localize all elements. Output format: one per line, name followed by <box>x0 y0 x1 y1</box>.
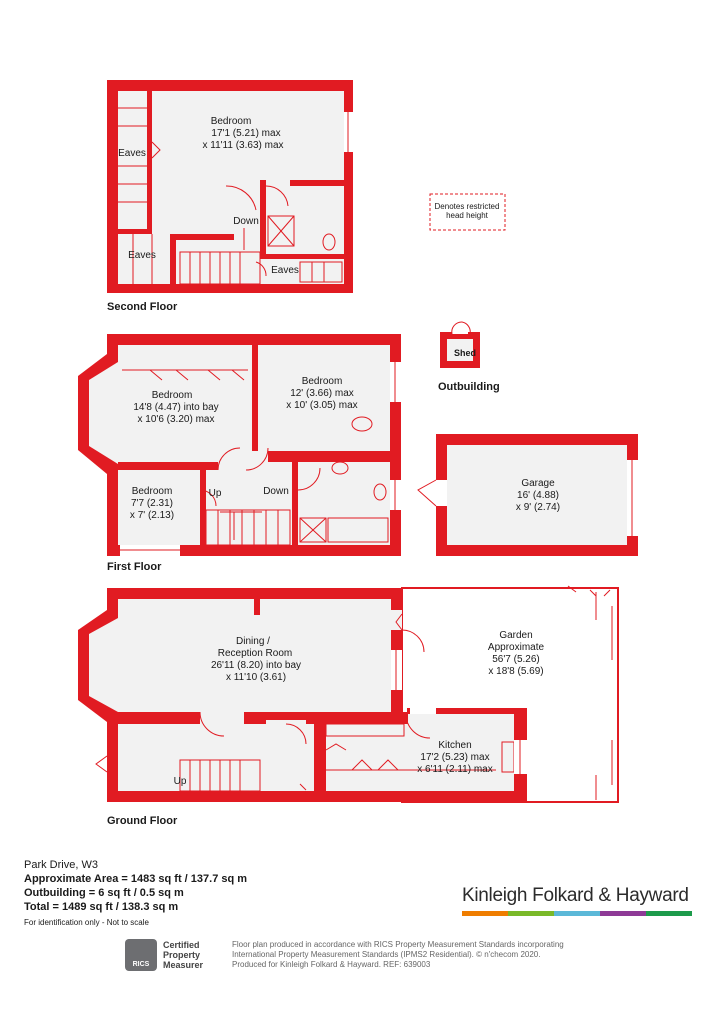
brand-bar-purple <box>600 911 646 916</box>
outbuilding-area: Outbuilding = 6 sq ft / 0.5 sq m <box>24 887 184 899</box>
second-bedroom-dim1: 17'1 (5.21) max <box>211 128 280 139</box>
eaves-label: Eaves <box>271 265 299 276</box>
standards-footer: Floor plan produced in accordance with R… <box>232 940 592 970</box>
brand-color-bar <box>462 911 692 916</box>
scale-note: For identification only - Not to scale <box>24 918 149 927</box>
outbuilding: Shed Outbuilding <box>438 321 500 393</box>
restricted-key-line2: head height <box>446 211 489 220</box>
small-bedroom-dim2: x 7' (2.13) <box>130 510 174 521</box>
agent-logo-text: Kinleigh Folkard & Hayward <box>462 885 689 906</box>
restricted-key-line1: Denotes restricted <box>435 202 500 211</box>
garden-name2: Approximate <box>488 642 545 653</box>
outbuilding-title: Outbuilding <box>438 381 500 393</box>
rics-badge: RICS Certified Property Measurer <box>125 939 203 971</box>
total-area: Total = 1489 sq ft / 138.3 sq m <box>24 901 179 913</box>
property-info: Park Drive, W3 Approximate Area = 1483 s… <box>24 858 247 930</box>
kitchen-dim1: 17'2 (5.23) max <box>420 752 489 763</box>
dining-name1: Dining / <box>236 636 270 647</box>
bay-bedroom-name: Bedroom <box>152 390 193 401</box>
eaves-label: Eaves <box>128 250 156 261</box>
second-floor-title: Second Floor <box>107 301 178 313</box>
rear-bedroom-dim2: x 10' (3.05) max <box>286 400 357 411</box>
dining-dim1: 26'11 (8.20) into bay <box>211 660 301 671</box>
garden-name1: Garden <box>499 630 532 641</box>
garage-dim2: x 9' (2.74) <box>516 502 560 513</box>
rics-logo-icon: RICS <box>125 939 157 971</box>
approximate-area: Approximate Area = 1483 sq ft / 137.7 sq… <box>24 873 248 885</box>
stairs-down-label: Down <box>263 486 289 497</box>
second-floor: Bedroom 17'1 (5.21) max x 11'11 (3.63) m… <box>107 80 353 313</box>
agent-brand: Kinleigh Folkard & Hayward <box>462 885 692 916</box>
rics-line3: Measurer <box>163 960 204 970</box>
kitchen-name: Kitchen <box>438 740 471 751</box>
rear-bedroom-dim1: 12' (3.66) max <box>290 388 354 399</box>
first-floor: Bedroom 14'8 (4.47) into bay x 10'6 (3.2… <box>78 334 401 573</box>
shed-label: Shed <box>454 348 476 358</box>
dining-dim2: x 11'10 (3.61) <box>226 672 286 683</box>
first-floor-title: First Floor <box>107 561 162 573</box>
footer-line2: International Property Measurement Stand… <box>232 950 541 959</box>
rear-bedroom-name: Bedroom <box>302 376 343 387</box>
rics-line2: Property <box>163 950 201 960</box>
rics-line1: Certified <box>163 940 200 950</box>
eaves-label: Eaves <box>118 148 146 159</box>
stairs-up-label: Up <box>209 488 222 499</box>
kitchen-dim2: x 6'11 (2.11) max <box>417 764 492 775</box>
brand-bar-darkgreen <box>646 911 692 916</box>
bay-bedroom-dim1: 14'8 (4.47) into bay <box>133 402 218 413</box>
ground-floor: Dining / Reception Room 26'11 (8.20) int… <box>78 585 619 827</box>
garage-dim1: 16' (4.88) <box>517 490 559 501</box>
brand-bar-orange <box>462 911 508 916</box>
garden-dim1: 56'7 (5.26) <box>492 654 540 665</box>
footer-line3: Produced for Kinleigh Folkard & Hayward.… <box>232 960 431 969</box>
bay-bedroom-dim2: x 10'6 (3.20) max <box>138 414 215 425</box>
small-bedroom-name: Bedroom <box>132 486 173 497</box>
garden-dim2: x 18'8 (5.69) <box>488 666 543 677</box>
second-bedroom-name: Bedroom <box>211 116 252 127</box>
brand-bar-green <box>508 911 554 916</box>
footer-line1: Floor plan produced in accordance with R… <box>232 940 564 949</box>
ground-floor-title: Ground Floor <box>107 815 178 827</box>
brand-bar-blue <box>554 911 600 916</box>
garage: Garage 16' (4.88) x 9' (2.74) <box>417 434 638 556</box>
restricted-height-key: Denotes restricted head height <box>429 193 506 231</box>
garage-name: Garage <box>521 478 555 489</box>
dining-name2: Reception Room <box>218 648 292 659</box>
stairs-up-label: Up <box>174 776 187 787</box>
second-bedroom-dim2: x 11'11 (3.63) max <box>202 140 283 151</box>
small-bedroom-dim1: 7'7 (2.31) <box>131 498 173 509</box>
property-address: Park Drive, W3 <box>24 859 98 871</box>
rics-caption: Certified Property Measurer <box>163 940 203 970</box>
stairs-down-label: Down <box>233 216 259 227</box>
